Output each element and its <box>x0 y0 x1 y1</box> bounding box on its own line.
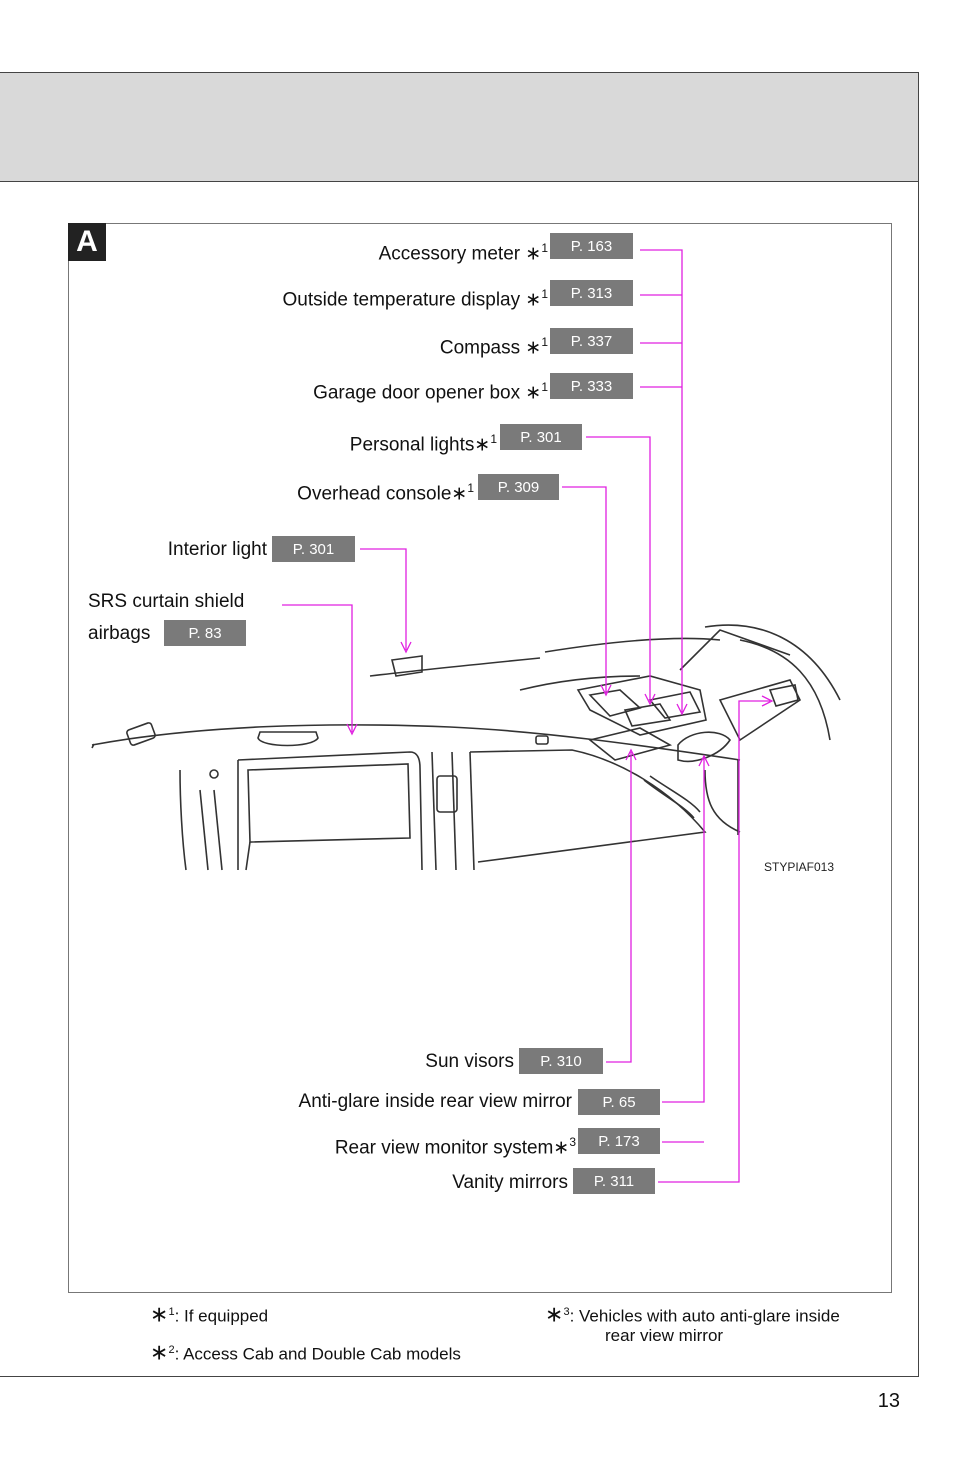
footnote-2: ∗2: Access Cab and Double Cab models <box>150 1339 461 1365</box>
ref-badge-interior-light: P. 301 <box>272 536 355 562</box>
label-srs-airbags-line2: airbags <box>88 623 151 644</box>
label-compass: Compass ∗1 <box>439 335 548 359</box>
ref-badge-garage-door-opener-box: P. 333 <box>550 373 633 399</box>
footnote-1: ∗1: If equipped <box>150 1301 269 1327</box>
ref-badge-vanity-mirrors: P. 311 <box>573 1168 655 1194</box>
label-anti-glare-mirror: Anti-glare inside rear view mirror <box>298 1091 572 1112</box>
leader-anti-glare <box>662 758 705 1103</box>
page-number: 13 <box>877 1390 900 1412</box>
leader-accessory-meter <box>640 249 683 712</box>
page-frame <box>0 72 919 1377</box>
header-band <box>0 72 919 182</box>
ref-badge-outside-temperature-display: P. 313 <box>550 280 633 306</box>
label-accessory-meter: Accessory meter ∗1 <box>378 241 548 265</box>
ref-badge-personal-lights: P. 301 <box>500 424 582 450</box>
ref-badge-sun-visors: P. 310 <box>519 1048 603 1074</box>
ref-badge-srs-airbags: P. 83 <box>164 620 246 646</box>
label-interior-light: Interior light <box>167 539 267 560</box>
ref-badge-overhead-console: P. 309 <box>478 474 559 500</box>
label-personal-lights: Personal lights∗1 <box>349 432 497 456</box>
illustration-code: STYPIAF013 <box>764 860 835 874</box>
footnote-3: ∗3: Vehicles with auto anti-glare inside <box>545 1301 840 1327</box>
label-rear-view-monitor-system: Rear view monitor system∗3 <box>334 1135 576 1159</box>
leader-personal-lights <box>586 436 651 702</box>
ref-badge-compass: P. 337 <box>550 328 633 354</box>
ref-badge-anti-glare-mirror: P. 65 <box>578 1089 660 1115</box>
ref-badge-accessory-meter: P. 163 <box>550 233 633 259</box>
footnote-3-line2: rear view mirror <box>605 1326 724 1345</box>
content-box <box>68 223 892 1293</box>
label-overhead-console: Overhead console∗1 <box>297 481 474 505</box>
label-outside-temperature-display: Outside temperature display ∗1 <box>282 287 548 311</box>
section-tab: A <box>68 223 106 261</box>
label-sun-visors: Sun visors <box>425 1051 514 1072</box>
leader-interior-light <box>360 548 407 650</box>
ref-badge-rear-view-monitor-system: P. 173 <box>578 1128 660 1154</box>
leader-overhead-console <box>562 486 607 693</box>
label-vanity-mirrors: Vanity mirrors <box>452 1172 568 1193</box>
label-garage-door-opener-box: Garage door opener box ∗1 <box>313 380 548 404</box>
leader-sun-visors <box>606 752 632 1063</box>
leader-vanity-mirrors <box>658 700 770 1183</box>
leader-srs-airbags <box>282 604 353 732</box>
label-srs-curtain-shield-airbags: SRS curtain shield <box>88 591 245 612</box>
